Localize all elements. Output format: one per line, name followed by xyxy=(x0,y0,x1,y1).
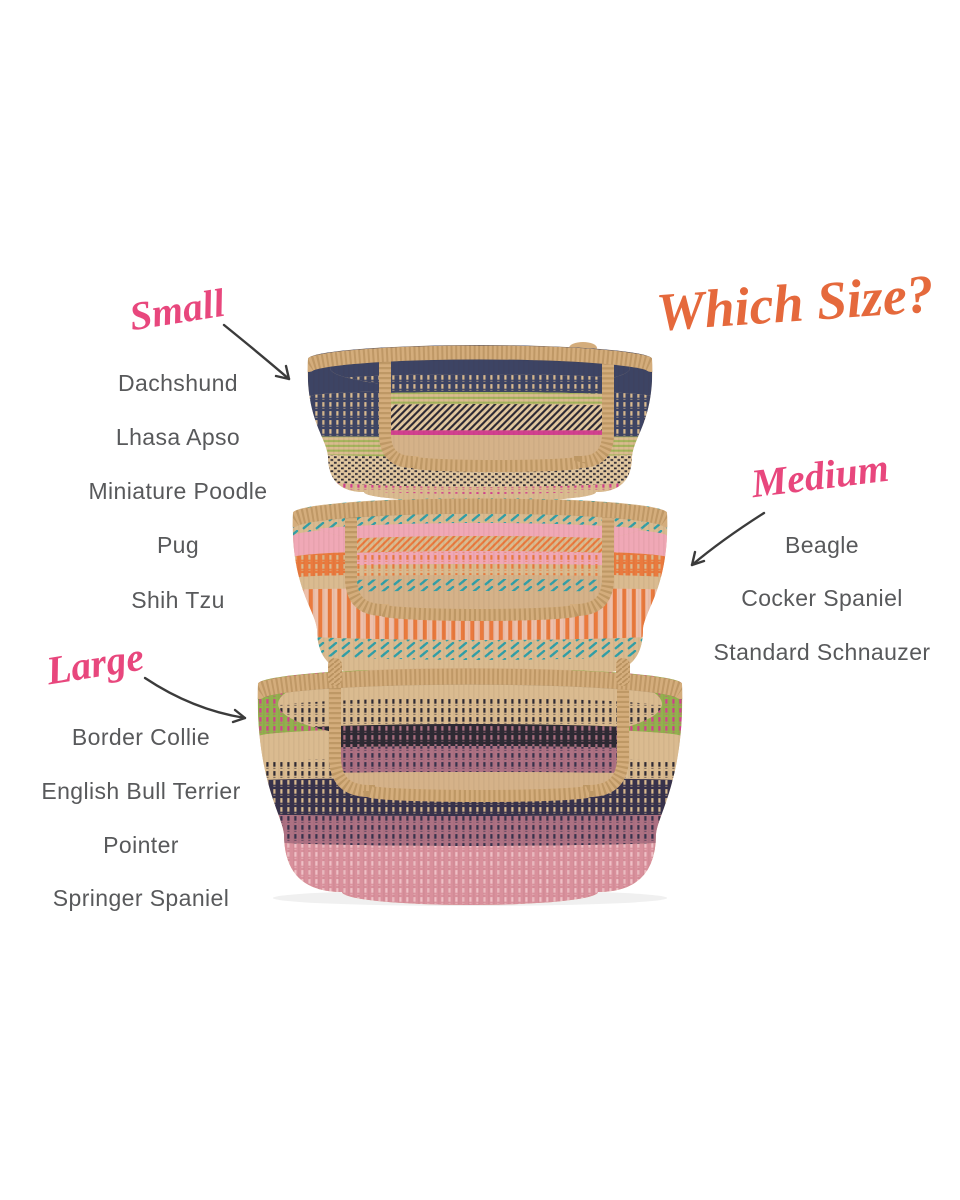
breed-item: Dachshund xyxy=(118,370,238,396)
breed-item: English Bull Terrier xyxy=(41,778,241,804)
small-basket xyxy=(307,342,653,510)
breed-item: Pointer xyxy=(103,832,179,858)
basket-stack xyxy=(257,342,683,908)
breed-item: Standard Schnauzer xyxy=(713,639,931,665)
breed-item: Border Collie xyxy=(71,724,211,750)
large-basket xyxy=(257,658,683,908)
page-title: Which Size? xyxy=(654,263,936,343)
breed-item: Beagle xyxy=(784,532,860,558)
breed-item: Pug xyxy=(156,532,200,558)
medium-basket xyxy=(292,498,668,692)
large-arrow-icon xyxy=(143,676,247,724)
breed-item: Shih Tzu xyxy=(131,587,225,613)
breed-item: Lhasa Apso xyxy=(115,424,241,450)
breed-item: Miniature Poodle xyxy=(88,478,268,504)
breed-item: Cocker Spaniel xyxy=(741,585,903,611)
label-medium: Medium xyxy=(748,444,892,507)
small-arrow-icon xyxy=(222,323,291,381)
medium-arrow-icon xyxy=(690,511,766,567)
breed-item: Springer Spaniel xyxy=(52,885,230,911)
